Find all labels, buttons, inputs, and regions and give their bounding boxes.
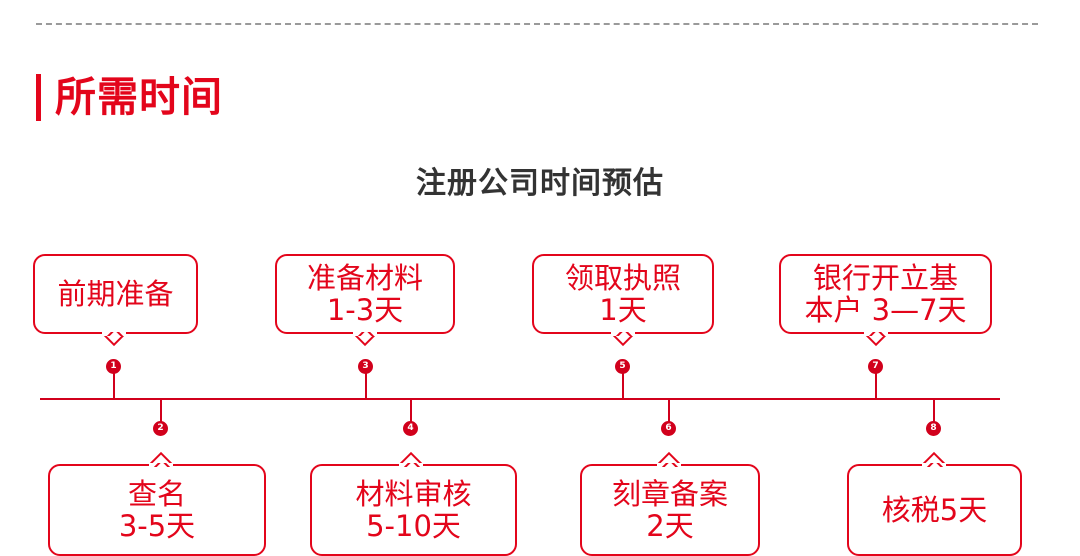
callout-step-4[interactable]: 材料审核 5-10天 xyxy=(310,464,517,556)
callout-tail-6 xyxy=(656,450,682,464)
callout-step-4-line2: 5-10天 xyxy=(366,509,461,543)
callout-tail-4 xyxy=(398,450,424,464)
timeline-marker-3[interactable]: 3 xyxy=(358,359,373,374)
callout-step-3-line1: 准备材料 xyxy=(306,260,423,295)
top-dashed-divider xyxy=(36,23,1038,25)
callout-tail-1 xyxy=(101,334,127,348)
callout-step-3-line2: 1-3天 xyxy=(326,293,404,327)
callout-tail-mask-1 xyxy=(102,332,126,336)
callout-step-7-line1: 银行开立基 xyxy=(812,260,958,295)
callout-step-8[interactable]: 核税5天 xyxy=(847,464,1022,556)
callout-step-2-line2: 3-5天 xyxy=(118,509,196,543)
callout-tail-5 xyxy=(610,334,636,348)
timeline-marker-8[interactable]: 8 xyxy=(926,421,941,436)
timeline-marker-7[interactable]: 7 xyxy=(868,359,883,374)
timeline-stem-4 xyxy=(410,399,412,429)
timeline-marker-5[interactable]: 5 xyxy=(615,359,630,374)
callout-step-5-line2: 1天 xyxy=(599,293,647,327)
timeline-marker-2[interactable]: 2 xyxy=(153,421,168,436)
timeline-axis-line xyxy=(40,398,1000,400)
callout-step-5[interactable]: 领取执照 1天 xyxy=(532,254,714,334)
callout-tail-2 xyxy=(148,450,174,464)
timeline-stem-8 xyxy=(933,399,935,429)
callout-step-6-line2: 2天 xyxy=(646,509,694,543)
timeline-stem-6 xyxy=(668,399,670,429)
timeline-stem-3 xyxy=(365,366,367,399)
callout-tail-mask-8 xyxy=(922,463,946,467)
timeline-marker-1[interactable]: 1 xyxy=(106,359,121,374)
timeline-stem-1 xyxy=(113,366,115,399)
chart-title: 注册公司时间预估 xyxy=(416,166,664,201)
timeline-stem-7 xyxy=(875,366,877,399)
callout-tail-mask-2 xyxy=(149,463,173,467)
callout-tail-mask-5 xyxy=(611,332,635,336)
callout-step-6-line1: 刻章备案 xyxy=(611,476,728,511)
callout-tail-8 xyxy=(921,450,947,464)
callout-step-1[interactable]: 前期准备 xyxy=(33,254,198,334)
callout-step-4-line1: 材料审核 xyxy=(355,476,472,511)
callout-tail-mask-3 xyxy=(353,332,377,336)
callout-step-6[interactable]: 刻章备案 2天 xyxy=(580,464,760,556)
callout-tail-7 xyxy=(863,334,889,348)
section-heading: 所需时间 xyxy=(36,68,223,126)
heading-accent-bar xyxy=(36,73,41,121)
callout-tail-mask-6 xyxy=(657,463,681,467)
timeline-marker-4[interactable]: 4 xyxy=(403,421,418,436)
callout-step-8-line1: 核税5天 xyxy=(881,492,988,527)
timeline-marker-6[interactable]: 6 xyxy=(661,421,676,436)
callout-step-5-line1: 领取执照 xyxy=(564,260,681,295)
callout-step-7-line2: 本户 3—7天 xyxy=(804,293,967,327)
callout-tail-mask-7 xyxy=(864,332,888,336)
callout-step-2-line1: 查名 xyxy=(127,476,186,511)
timeline-stem-5 xyxy=(622,366,624,399)
callout-tail-mask-4 xyxy=(399,463,423,467)
callout-tail-3 xyxy=(352,334,378,348)
callout-step-2[interactable]: 查名 3-5天 xyxy=(48,464,266,556)
callout-step-3[interactable]: 准备材料 1-3天 xyxy=(275,254,455,334)
callout-step-7[interactable]: 银行开立基 本户 3—7天 xyxy=(779,254,992,334)
section-heading-text: 所需时间 xyxy=(55,72,223,121)
callout-step-1-line1: 前期准备 xyxy=(57,276,174,311)
timeline-stem-2 xyxy=(160,399,162,429)
